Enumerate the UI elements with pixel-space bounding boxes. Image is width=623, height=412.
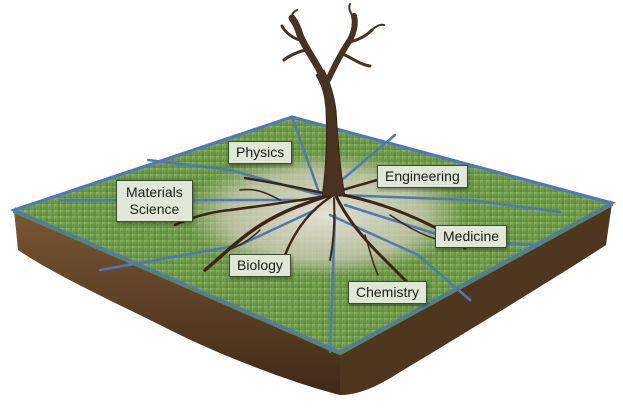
label-medicine-text: Medicine	[443, 228, 499, 245]
label-biology: Biology	[229, 254, 291, 277]
label-materials-line2: Science	[126, 201, 183, 218]
label-materials-line1: Materials	[126, 184, 183, 201]
label-physics: Physics	[228, 141, 292, 164]
label-engineering-text: Engineering	[385, 168, 460, 185]
label-engineering: Engineering	[377, 165, 468, 188]
label-chemistry-text: Chemistry	[356, 284, 419, 301]
label-physics-text: Physics	[236, 144, 284, 161]
label-medicine: Medicine	[435, 225, 507, 248]
label-materials-science: Materials Science	[116, 180, 193, 222]
label-biology-text: Biology	[237, 257, 283, 274]
label-chemistry: Chemistry	[348, 281, 427, 304]
tree-branches	[282, 4, 384, 80]
